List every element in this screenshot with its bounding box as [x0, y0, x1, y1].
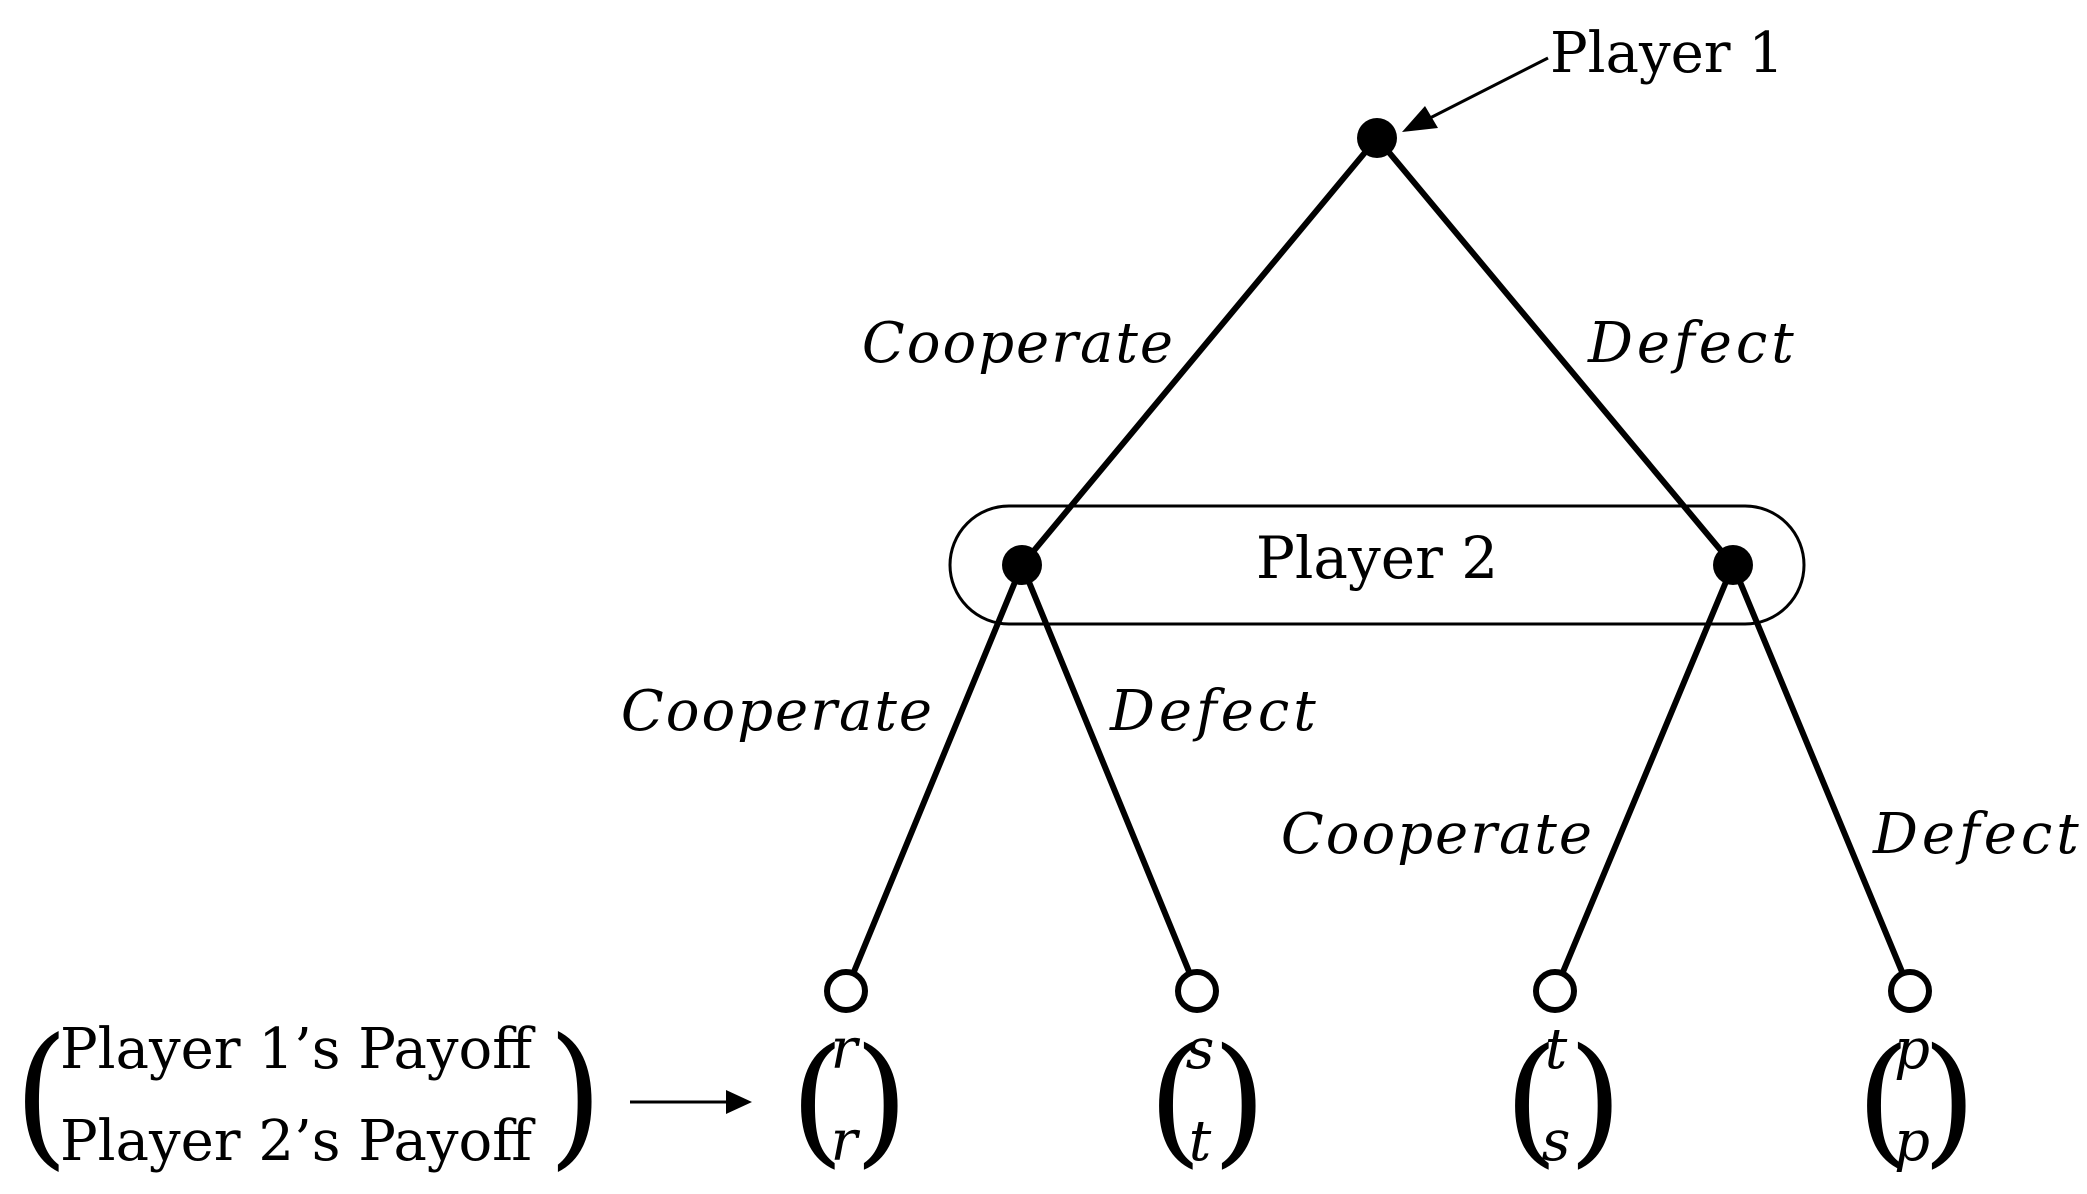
- payoff-right-paren: ): [1212, 1019, 1267, 1182]
- label-p1-cooperate: Cooperate: [862, 311, 1175, 376]
- payoff-2-player2: t: [1189, 1109, 1212, 1174]
- payoff-1-player1: r: [831, 1017, 861, 1082]
- legend-right-paren: ): [548, 1005, 603, 1185]
- terminal-node-4: [1888, 969, 1932, 1013]
- payoff-2-player1: s: [1186, 1017, 1215, 1082]
- payoff-vector-2: ( s t ): [1148, 1017, 1267, 1182]
- payoff-3-player2: s: [1542, 1109, 1571, 1174]
- label-p2-left-cooperate: Cooperate: [621, 679, 934, 744]
- payoff-right-paren: ): [1568, 1019, 1623, 1182]
- payoff-4-player2: p: [1894, 1109, 1930, 1174]
- edge-p1-defect: [1374, 135, 1736, 568]
- label-p2-right-cooperate: Cooperate: [1281, 802, 1594, 867]
- payoff-right-paren: ): [1922, 1019, 1977, 1182]
- payoff-left-paren: (: [1504, 1019, 1559, 1182]
- payoff-vector-3: ( t s ): [1504, 1017, 1623, 1182]
- edge-p2-right-cooperate: [1552, 562, 1736, 994]
- player2-label: Player 2: [1256, 524, 1498, 592]
- legend-left-paren: (: [14, 1005, 69, 1185]
- payoff-vector-1: ( r r ): [790, 1017, 909, 1182]
- legend-line-player2: Player 2’s Payoff: [60, 1109, 536, 1174]
- payoff-3-player1: t: [1545, 1017, 1568, 1082]
- player2-right-node: [1713, 545, 1753, 585]
- information-set-box: [948, 504, 1806, 626]
- player1-label: Player 1: [1550, 21, 1784, 86]
- payoff-4-player1: p: [1894, 1017, 1930, 1082]
- terminal-node-3: [1533, 969, 1577, 1013]
- terminal-node-2: [1175, 969, 1219, 1013]
- payoff-1-player2: r: [831, 1109, 861, 1174]
- label-p1-defect: Defect: [1587, 311, 1798, 376]
- label-p2-right-defect: Defect: [1872, 802, 2083, 867]
- root-node: [1357, 118, 1397, 158]
- player2-left-node: [1002, 545, 1042, 585]
- player1-arrow-shaft: [1429, 56, 1549, 120]
- label-p2-left-defect: Defect: [1109, 679, 1320, 744]
- payoff-left-paren: (: [790, 1019, 845, 1182]
- edge-p2-left-cooperate: [843, 562, 1025, 994]
- payoff-vector-4: ( p p ): [1856, 1017, 1977, 1182]
- legend-arrowhead: [726, 1090, 752, 1114]
- payoff-left-paren: (: [1148, 1019, 1203, 1182]
- payoff-right-paren: ): [854, 1019, 909, 1182]
- edge-p2-right-defect: [1730, 562, 1913, 994]
- payoff-left-paren: (: [1856, 1019, 1911, 1182]
- terminal-node-1: [824, 969, 868, 1013]
- edge-p2-left-defect: [1019, 562, 1200, 994]
- player1-arrowhead: [1402, 106, 1438, 132]
- edge-p1-cooperate: [1019, 135, 1380, 568]
- legend-line-player1: Player 1’s Payoff: [60, 1017, 536, 1082]
